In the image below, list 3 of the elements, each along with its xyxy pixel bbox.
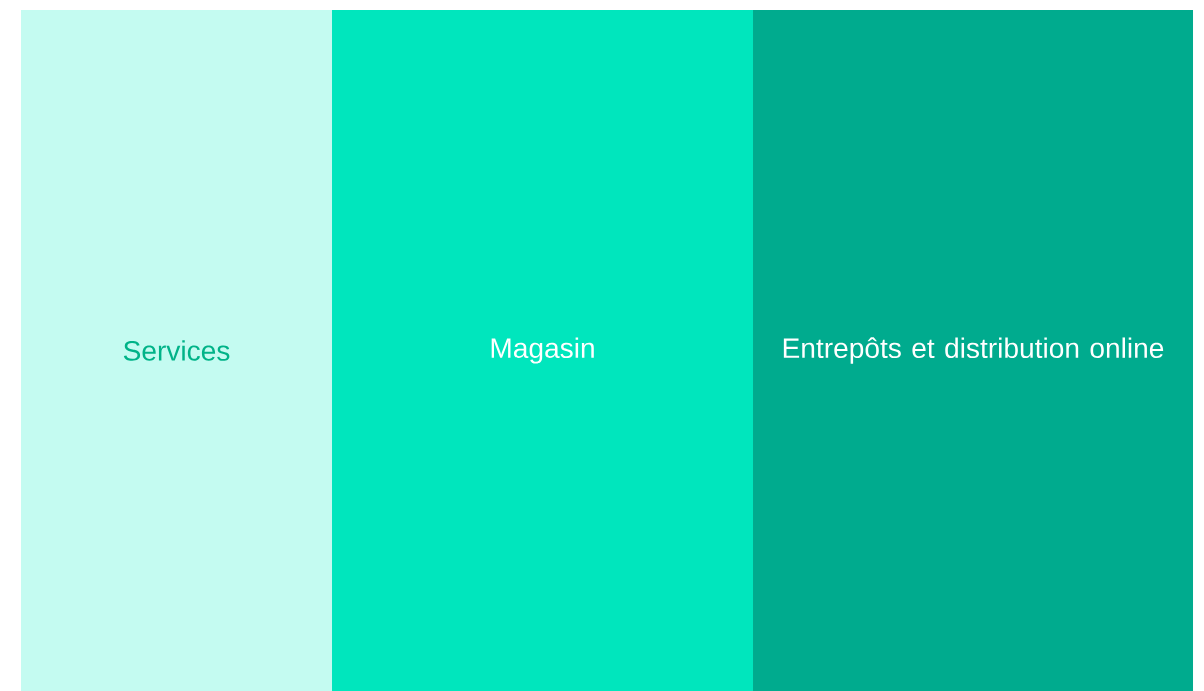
band: Services — [21, 10, 332, 691]
band: Magasin — [332, 10, 753, 691]
band: Entrepôts et distribution online — [753, 10, 1193, 691]
